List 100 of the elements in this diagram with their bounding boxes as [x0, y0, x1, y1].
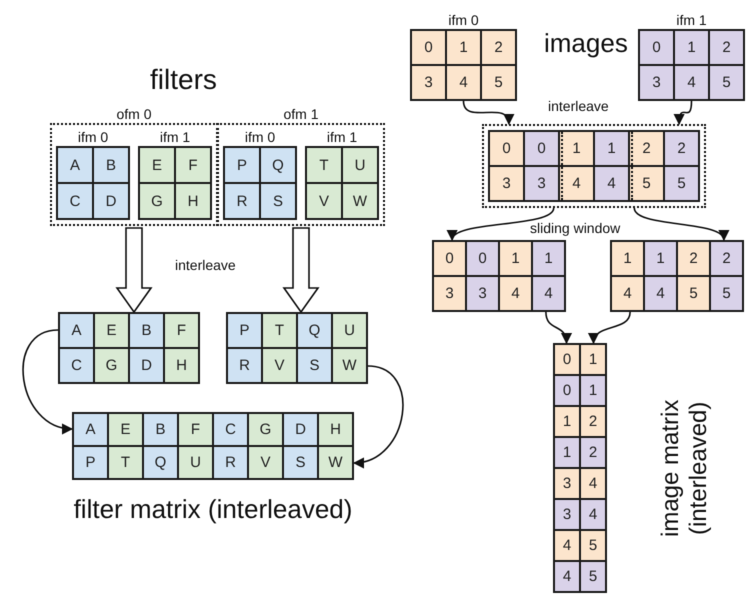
matrix-cell: 5: [581, 562, 605, 591]
matrix-cell: C: [214, 414, 247, 445]
matrix-cell: E: [95, 314, 128, 347]
matrix-cell: 5: [630, 167, 663, 200]
matrix-cell: T: [263, 314, 296, 347]
matrix-cell: 3: [525, 167, 558, 200]
matrix-cell: R: [228, 349, 261, 382]
arrow: [462, 100, 513, 126]
matrix-cell: 0: [525, 132, 558, 165]
matrix-cell: 4: [533, 277, 564, 310]
matrix-cell: 1: [555, 407, 579, 436]
matrix-cell: P: [228, 314, 261, 347]
matrix-cell: 1: [612, 242, 643, 275]
matrix-cell: W: [333, 349, 366, 382]
matrix-cell: 4: [581, 500, 605, 529]
dotted-group-frame: [482, 124, 706, 208]
matrix-cell: T: [307, 148, 341, 182]
matrix-cell: C: [60, 349, 93, 382]
matrix-cell: 4: [645, 277, 676, 310]
matrix-cell: U: [333, 314, 366, 347]
matrix-cell: 4: [555, 531, 579, 560]
matrix-cell: 3: [555, 469, 579, 498]
matrix-cell: 0: [555, 345, 579, 374]
matrix-cell: E: [140, 148, 174, 182]
matrix-cell: 2: [665, 132, 698, 165]
matrix-cell: 1: [581, 345, 605, 374]
matrix-cell: 5: [710, 66, 743, 99]
block-arrow: [115, 227, 153, 314]
matrix-cell: B: [94, 148, 128, 182]
matrix-grid: [58, 312, 200, 384]
matrix-cell: C: [58, 184, 92, 218]
matrix-cell: 4: [500, 277, 531, 310]
matrix-cell: 0: [640, 31, 673, 64]
matrix-heading: ifm 0: [76, 129, 110, 146]
arrow: [22, 329, 74, 434]
matrix-cell: 2: [581, 438, 605, 467]
matrix-cell: 2: [630, 132, 663, 165]
matrix-cell: Q: [144, 447, 177, 478]
matrix-cell: A: [60, 314, 93, 347]
matrix-cell: A: [74, 414, 107, 445]
matrix-cell: 5: [482, 66, 515, 99]
matrix-cell: 2: [711, 242, 742, 275]
matrix-cell: W: [343, 184, 377, 218]
matrix-cell: S: [298, 349, 331, 382]
matrix-cell: G: [140, 184, 174, 218]
matrix-heading: ifm 0: [447, 12, 480, 29]
matrix-cell: D: [284, 414, 317, 445]
matrix-cell: 0: [434, 242, 465, 275]
matrix-cell: U: [179, 447, 212, 478]
matrix-heading: image matrix (interleaved): [657, 398, 713, 539]
matrix-cell: H: [319, 414, 352, 445]
arrow: [352, 365, 404, 468]
matrix-cell: 0: [467, 242, 498, 275]
matrix-cell: B: [130, 314, 163, 347]
matrix-cell: Q: [261, 148, 295, 182]
matrix-cell: 4: [581, 469, 605, 498]
arrow: [545, 312, 572, 344]
block-arrow: [282, 227, 320, 314]
matrix-cell: H: [176, 184, 210, 218]
matrix-cell: G: [95, 349, 128, 382]
matrix-cell: 3: [640, 66, 673, 99]
matrix-cell: 2: [581, 407, 605, 436]
matrix-cell: P: [225, 148, 259, 182]
step-label: interleave: [548, 98, 609, 114]
matrix-heading: ifm 1: [326, 129, 358, 146]
matrix-cell: F: [165, 314, 198, 347]
matrix-cell: V: [263, 349, 296, 382]
matrix-cell: 1: [581, 376, 605, 405]
matrix-cell: 4: [560, 167, 593, 200]
matrix-cell: F: [176, 148, 210, 182]
matrix-cell: D: [94, 184, 128, 218]
matrix-cell: 0: [412, 31, 445, 64]
matrix-grid: [226, 312, 368, 384]
matrix-cell: Q: [298, 314, 331, 347]
matrix-cell: P: [74, 447, 107, 478]
matrix-cell: 2: [482, 31, 515, 64]
matrix-cell: 1: [645, 242, 676, 275]
matrix-cell: 2: [678, 242, 709, 275]
matrix-cell: 1: [447, 31, 480, 64]
matrix-cell: V: [307, 184, 341, 218]
matrix-cell: 3: [412, 66, 445, 99]
matrix-cell: F: [179, 414, 212, 445]
matrix-cell: 1: [555, 438, 579, 467]
matrix-grid: [432, 240, 566, 312]
matrix-cell: 5: [678, 277, 709, 310]
matrix-heading: ifm 0: [244, 129, 276, 146]
matrix-cell: 4: [555, 562, 579, 591]
matrix-heading: ifm 1: [675, 12, 708, 29]
arrow: [674, 100, 692, 126]
matrix-cell: H: [165, 349, 198, 382]
matrix-cell: 5: [711, 277, 742, 310]
matrix-cell: D: [130, 349, 163, 382]
matrix-cell: T: [109, 447, 142, 478]
matrix-cell: W: [319, 447, 352, 478]
section-title: filters: [150, 64, 217, 96]
matrix-cell: 1: [675, 31, 708, 64]
matrix-cell: U: [343, 148, 377, 182]
matrix-cell: 3: [434, 277, 465, 310]
matrix-cell: E: [109, 414, 142, 445]
step-label: sliding window: [530, 220, 620, 236]
